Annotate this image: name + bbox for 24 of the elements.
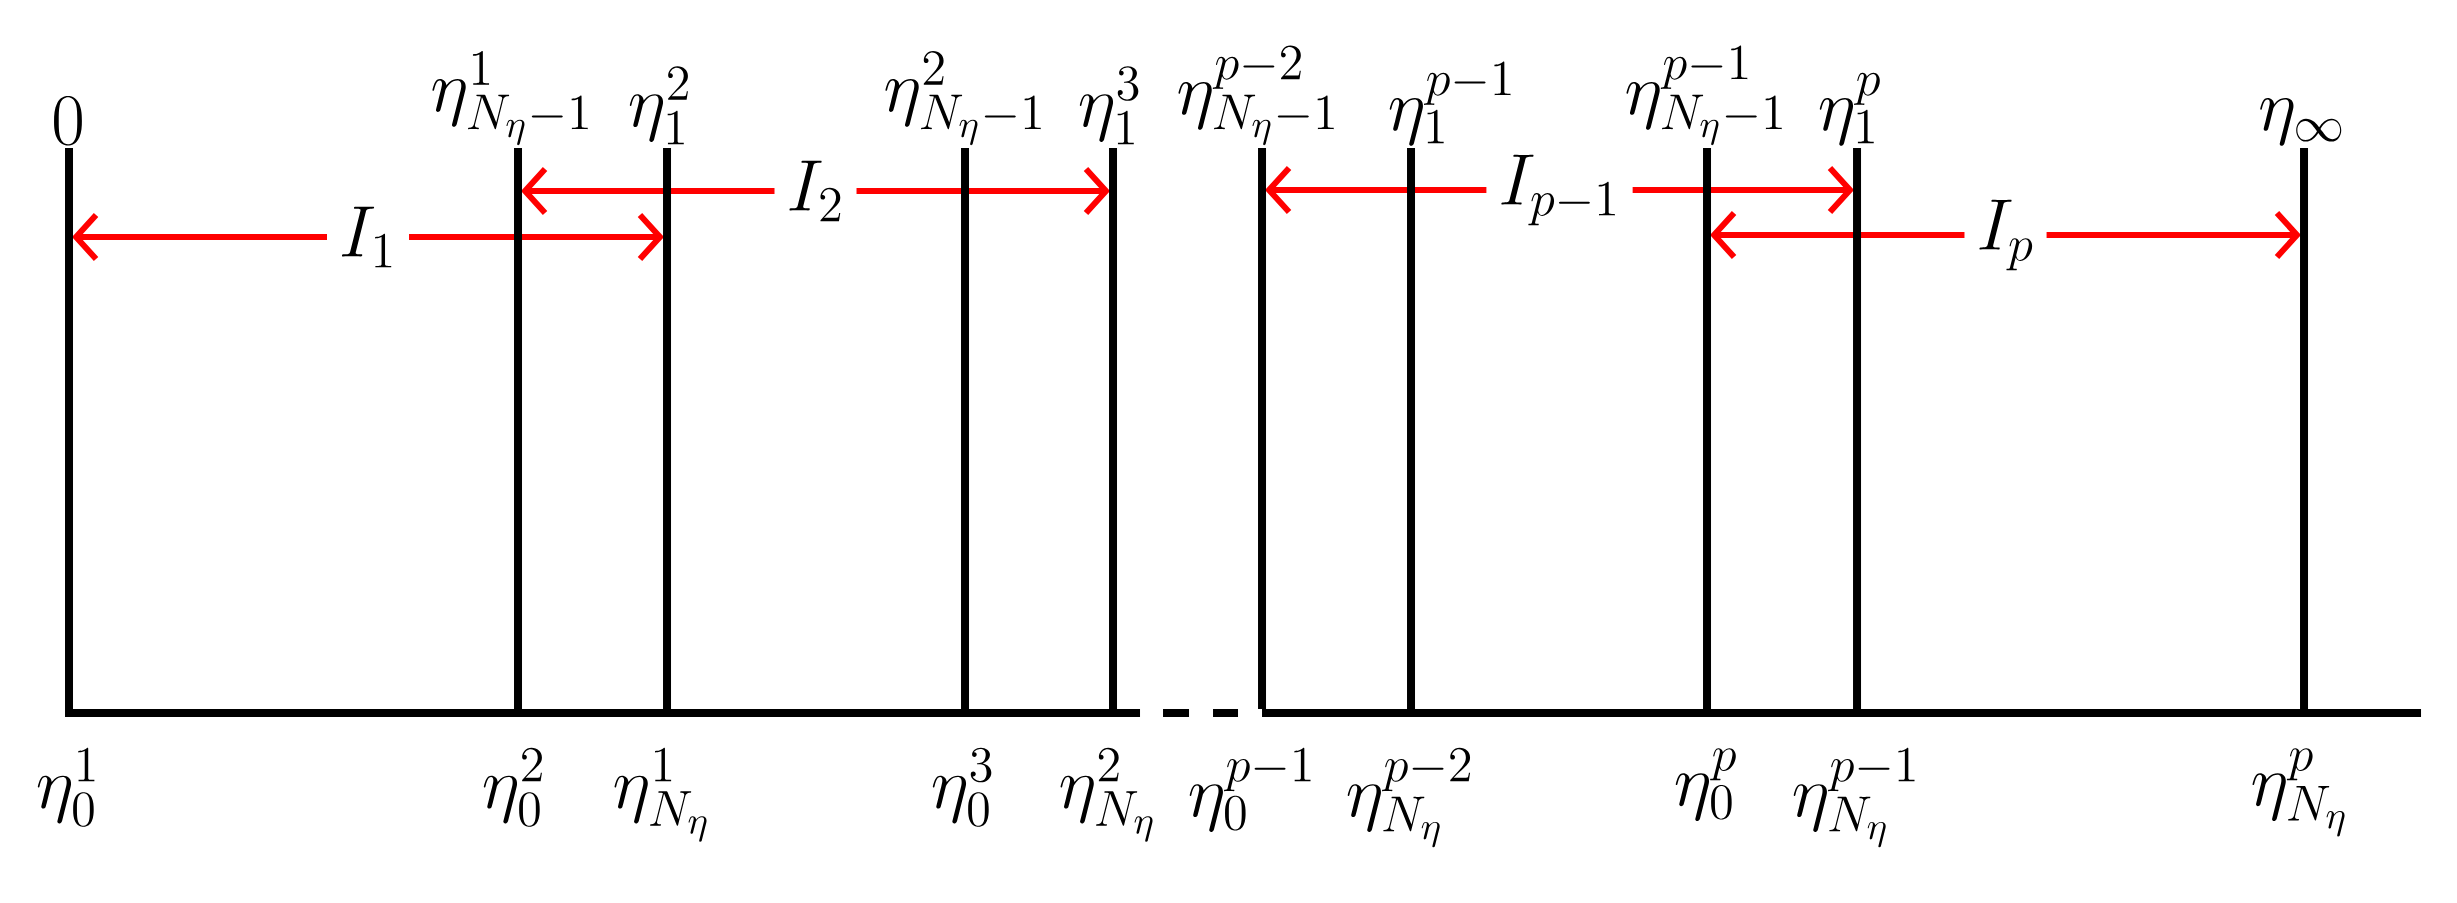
interval-label: $I_p$ <box>1964 197 2047 273</box>
interval-label: $I_{p-1}$ <box>1486 152 1633 228</box>
point-label: $\eta^{2}_{1}$ <box>629 66 688 145</box>
point-label: $\eta^{p-2}_{N_\eta-1}$ <box>1178 45 1334 146</box>
point-label: $\eta^{1}_{N_\eta}$ <box>614 747 707 842</box>
point-label: $0$ <box>54 96 82 146</box>
point-label: $\eta^{p}_{N_\eta}$ <box>2252 748 2345 837</box>
point-label: $\eta_\infty$ <box>2260 98 2342 146</box>
point-label: $\eta^{p-1}_{0}$ <box>1189 747 1311 832</box>
point-label: $\eta^{p}_{1}$ <box>1819 72 1880 146</box>
point-label: $\eta^{1}_{0}$ <box>37 747 95 827</box>
point-label: $\eta^{p-1}_{N_\eta}$ <box>1793 747 1915 848</box>
point-label: $\eta^{p-1}_{N_\eta-1}$ <box>1626 45 1782 146</box>
point-label: $\eta^{p}_{0}$ <box>1675 748 1736 822</box>
point-label: $\eta^{p-1}_{1}$ <box>1389 61 1511 146</box>
interval-label: $I_1$ <box>327 204 409 270</box>
point-label: $\eta^{3}_{0}$ <box>932 747 992 827</box>
interval-label: $I_2$ <box>774 158 857 224</box>
point-label: $\eta^{3}_{1}$ <box>1079 66 1139 145</box>
point-label: $\eta^{1}_{N_\eta-1}$ <box>432 51 588 146</box>
point-label: $\eta^{2}_{N_\eta}$ <box>1060 747 1153 842</box>
point-label: $\eta^{2}_{0}$ <box>483 747 542 827</box>
point-label: $\eta^{2}_{N_\eta-1}$ <box>885 51 1041 146</box>
point-label: $\eta^{p-2}_{N_\eta}$ <box>1347 747 1471 848</box>
